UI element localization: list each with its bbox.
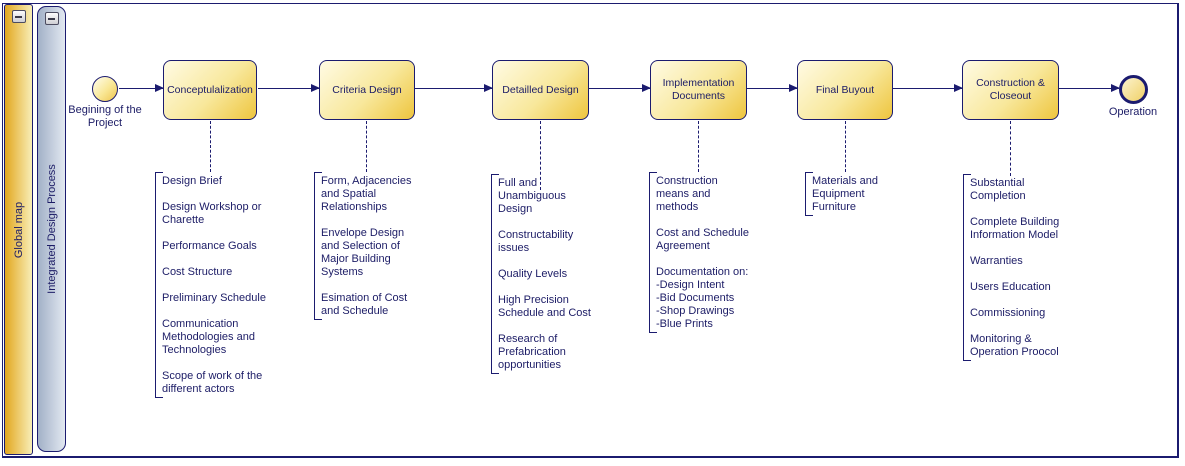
annotation-final-buyout[interactable]: Materials and Equipment Furniture: [805, 172, 893, 216]
annotation-detailed-design[interactable]: Full and Unambiguous Design Constructabi…: [491, 174, 593, 374]
task-implementation-documents[interactable]: Implementation Documents: [650, 60, 747, 120]
task-final-buyout[interactable]: Final Buyout: [797, 60, 893, 120]
pool-global-map-label: Global map: [12, 201, 25, 258]
annotation-criteria-design[interactable]: Form, Adjacencies and Spatial Relationsh…: [314, 172, 414, 320]
note: Complete Building Information Model: [970, 216, 1060, 241]
note: Form, Adjacencies and Spatial Relationsh…: [321, 175, 412, 213]
task-detailed-design[interactable]: Detailled Design: [492, 60, 589, 120]
flow-conceptualization-to-criteria[interactable]: [258, 83, 320, 92]
lane-integrated-design-process-label: Integrated Design Process: [45, 164, 58, 294]
task-label: Detailled Design: [502, 83, 579, 96]
task-label: Implementation Documents: [662, 77, 735, 102]
annotation-connector: [845, 121, 846, 172]
flow-buyout-to-construction[interactable]: [893, 83, 963, 92]
diagram-frame: [2, 3, 1179, 458]
minus-icon: [48, 17, 55, 20]
annotation-connector: [210, 121, 211, 172]
note: Substantial Completion: [970, 177, 1026, 202]
note: Users Education: [970, 281, 1051, 293]
note: Cost Structure: [162, 266, 233, 278]
flow-implementation-to-buyout[interactable]: [747, 83, 798, 92]
collapse-lane-button[interactable]: [44, 12, 59, 25]
annotation-connector: [698, 121, 699, 172]
task-label: Conceptulalization: [167, 83, 253, 96]
task-label: Criteria Design: [332, 83, 402, 96]
task-label: Construction & Closeout: [976, 77, 1045, 102]
note: High Precision Schedule and Cost: [498, 294, 591, 319]
annotation-implementation-documents[interactable]: Construction means and methods Cost and …: [649, 172, 751, 333]
note: Commissioning: [970, 307, 1046, 319]
note: Performance Goals: [162, 240, 257, 252]
end-event[interactable]: [1119, 75, 1148, 104]
flow-construction-to-end[interactable]: [1059, 83, 1120, 92]
annotation-connector: [540, 121, 541, 190]
task-criteria-design[interactable]: Criteria Design: [319, 60, 415, 120]
note: Design Brief: [162, 175, 222, 187]
note: Warranties: [970, 255, 1023, 267]
annotation-conceptualization[interactable]: Design Brief Design Workshop or Charette…: [155, 172, 270, 398]
collapse-pool-button[interactable]: [11, 10, 26, 23]
note: Scope of work of the different actors: [162, 370, 263, 395]
note: Preliminary Schedule: [162, 292, 266, 304]
flow-criteria-to-detailed[interactable]: [415, 83, 493, 92]
task-construction-closeout[interactable]: Construction & Closeout: [962, 60, 1059, 120]
note: Constructability issues: [498, 229, 574, 254]
note: Esimation of Cost and Schedule: [321, 292, 408, 317]
task-conceptualization[interactable]: Conceptulalization: [163, 60, 257, 120]
lane-integrated-design-process[interactable]: Integrated Design Process: [37, 6, 66, 452]
task-label: Final Buyout: [815, 83, 875, 96]
start-event-label: Begining of the Project: [68, 104, 142, 129]
start-event[interactable]: [92, 76, 118, 102]
flow-detailed-to-implementation[interactable]: [589, 83, 651, 92]
pool-global-map[interactable]: Global map: [4, 4, 33, 455]
note: Design Workshop or Charette: [162, 201, 262, 226]
note: Documentation on: -Design Intent -Bid Do…: [656, 266, 749, 330]
annotation-construction-closeout[interactable]: Substantial Completion Complete Building…: [963, 174, 1069, 361]
note: Communication Methodologies and Technolo…: [162, 318, 255, 356]
minus-icon: [15, 15, 22, 18]
flow-start-to-conceptualization[interactable]: [119, 83, 164, 92]
note: Materials and Equipment Furniture: [812, 175, 879, 213]
note: Monitoring & Operation Proocol: [970, 333, 1059, 358]
note: Construction means and methods: [656, 175, 718, 213]
note: Full and Unambiguous Design: [498, 177, 566, 215]
note: Cost and Schedule Agreement: [656, 227, 749, 252]
note: Envelope Design and Selection of Major B…: [321, 227, 405, 278]
annotation-connector: [366, 121, 367, 172]
note: Quality Levels: [498, 268, 568, 280]
end-event-label: Operation: [1108, 106, 1158, 118]
annotation-connector: [1010, 121, 1011, 176]
note: Research of Prefabrication opportunities: [498, 333, 566, 371]
